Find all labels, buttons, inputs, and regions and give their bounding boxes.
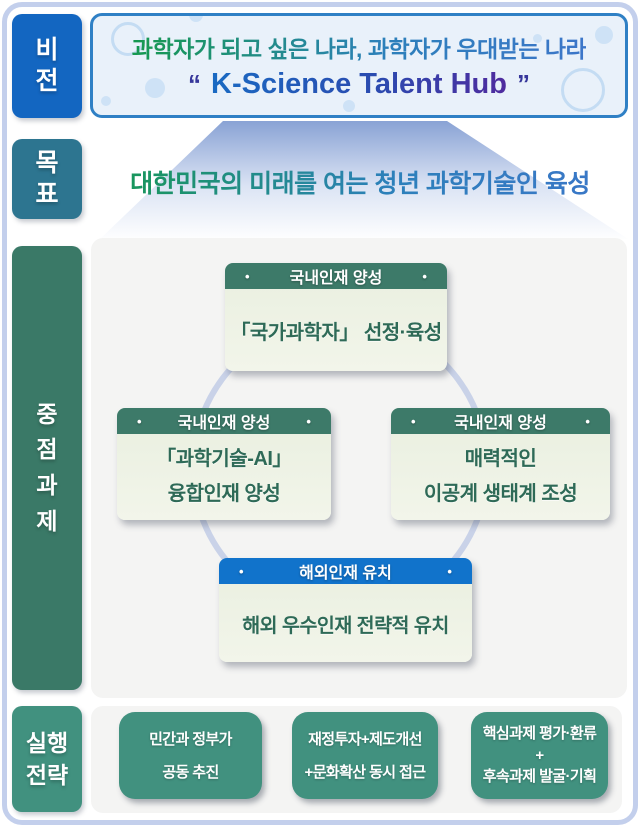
strategy-line: 민간과 정부가 xyxy=(149,730,232,748)
goal-section-label: 목표 xyxy=(12,139,82,219)
tasks-section-label: 중점과제 xyxy=(12,246,82,690)
card-category-text: 국내인재 양성 xyxy=(454,415,547,432)
strategy-line: + xyxy=(535,746,544,764)
molecule-decoration xyxy=(561,68,605,112)
card-category-text: 해외인재 유치 xyxy=(299,565,392,582)
vision-slogan: “ K-Science Talent Hub ” xyxy=(188,68,530,101)
bullet-icon: • xyxy=(585,413,590,429)
strategy-card-evaluation-planning: 핵심과제 평가·환류 + 후속과제 발굴·기획 xyxy=(471,712,608,799)
card-title-line: 매력적인 xyxy=(464,448,537,470)
task-card-overseas-talent: • 해외인재 유치 • 해외 우수인재 전략적 유치 xyxy=(219,558,472,662)
task-card-national-scientist: • 국내인재 양성 • 「국가과학자」 선정·육성 xyxy=(225,263,447,371)
goal-statement: 대한민국의 미래를 여는 청년 과학기술인 육성 xyxy=(92,160,628,204)
vision-slogan-text: K-Science Talent Hub xyxy=(211,68,507,100)
molecule-decoration xyxy=(533,34,542,43)
molecule-decoration xyxy=(189,16,203,22)
card-title-line: 「과학기술-AI」 xyxy=(156,448,292,470)
card-title-line: 「국가과학자」 선정·육성 xyxy=(230,321,442,344)
bullet-icon: • xyxy=(447,563,452,579)
vision-section-label: 비전 xyxy=(12,14,82,118)
tasks-section-label-text: 중점과제 xyxy=(36,400,58,534)
strategy-section-label: 실행전략 xyxy=(12,706,82,812)
card-title: 매력적인 이공계 생태계 조성 xyxy=(391,434,610,520)
strategy-line: +문화확산 동시 접근 xyxy=(304,763,427,781)
strategy-line: 재정투자+제도개선 xyxy=(308,730,422,748)
card-category-header: • 국내인재 양성 • xyxy=(117,408,331,434)
card-category-text: 국내인재 양성 xyxy=(289,270,383,287)
card-category-text: 국내인재 양성 xyxy=(177,415,271,432)
bullet-icon: • xyxy=(306,413,311,429)
bullet-icon: • xyxy=(422,268,427,284)
strategy-line: 후속과제 발굴·기획 xyxy=(482,768,597,786)
open-quote: “ xyxy=(188,69,202,99)
bullet-icon: • xyxy=(239,563,244,579)
card-title: 「과학기술-AI」 융합인재 양성 xyxy=(117,434,331,520)
strategy-card-public-private: 민간과 정부가 공동 추진 xyxy=(119,712,262,799)
strategy-card-investment-approach: 재정투자+제도개선 +문화확산 동시 접근 xyxy=(292,712,438,799)
bullet-icon: • xyxy=(411,413,416,429)
molecule-decoration xyxy=(101,96,111,106)
molecule-decoration xyxy=(111,22,145,56)
card-title-line: 융합인재 양성 xyxy=(167,483,281,505)
card-category-header: • 국내인재 양성 • xyxy=(225,263,447,289)
vision-banner: 과학자가 되고 싶은 나라, 과학자가 우대받는 나라 “ K-Science … xyxy=(90,13,628,118)
strategy-line: 핵심과제 평가·환류 xyxy=(482,724,597,742)
vision-statement: 과학자가 되고 싶은 나라, 과학자가 우대받는 나라 xyxy=(132,30,587,64)
card-title-line: 해외 우수인재 전략적 유치 xyxy=(242,614,449,637)
bullet-icon: • xyxy=(137,413,142,429)
vision-section-label-text: 비전 xyxy=(35,35,59,95)
card-title: 「국가과학자」 선정·육성 xyxy=(225,289,447,371)
card-category-header: • 국내인재 양성 • xyxy=(391,408,610,434)
task-card-ai-talent: • 국내인재 양성 • 「과학기술-AI」 융합인재 양성 xyxy=(117,408,331,520)
goal-section-label-text: 목표 xyxy=(35,148,59,208)
bullet-icon: • xyxy=(245,268,250,284)
strategy-section-label-text: 실행전략 xyxy=(25,729,69,788)
strategy-line: 공동 추진 xyxy=(162,763,219,781)
card-category-header: • 해외인재 유치 • xyxy=(219,558,472,584)
molecule-decoration xyxy=(145,78,165,98)
molecule-decoration xyxy=(343,100,355,112)
molecule-decoration xyxy=(595,26,613,44)
card-title: 해외 우수인재 전략적 유치 xyxy=(219,584,472,662)
close-quote: ” xyxy=(516,69,530,99)
task-card-stem-ecosystem: • 국내인재 양성 • 매력적인 이공계 생태계 조성 xyxy=(391,408,610,520)
card-title-line: 이공계 생태계 조성 xyxy=(423,483,578,505)
